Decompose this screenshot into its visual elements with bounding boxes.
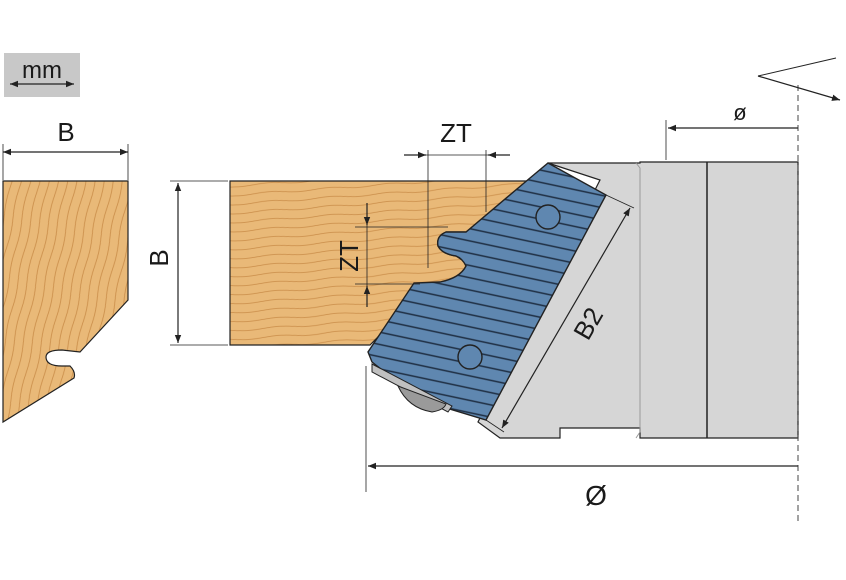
large-diameter-dimension: Ø [365,366,798,511]
b-side-dimension: B [144,180,228,346]
zt-side-dimension: ZT [334,203,448,307]
center-axis [757,57,841,525]
bearing [371,363,453,413]
zt-top-dimension: ZT [404,118,510,268]
b-side-label: B [144,249,174,266]
zt-side-label: ZT [334,240,364,272]
unit-badge: mm [4,53,80,97]
large-diameter-label: Ø [585,480,607,511]
profile-workpiece [2,180,129,424]
screw-hole-bottom [457,344,483,370]
small-diameter-label: ø [733,100,746,125]
zt-top-label: ZT [440,118,472,148]
small-diameter-dimension: ø [665,100,798,160]
unit-badge-text: mm [22,57,62,84]
b-top-dimension: B [2,117,129,180]
screw-hole-top [535,204,561,230]
b-top-label: B [57,117,74,147]
